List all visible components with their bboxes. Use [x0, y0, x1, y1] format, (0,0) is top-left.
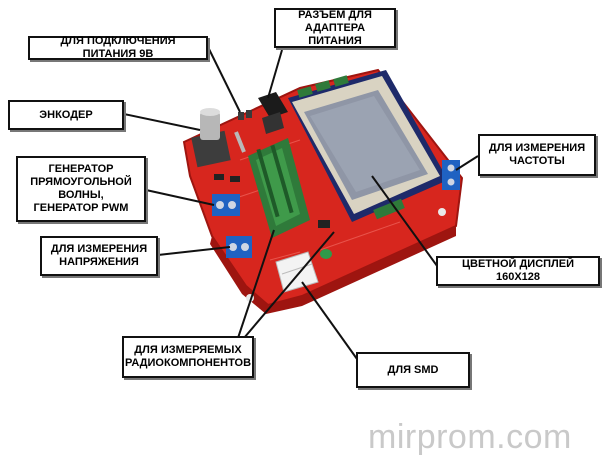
- label-generator-line3: ВОЛНЫ,: [58, 189, 104, 201]
- label-smd: ДЛЯ SMD: [356, 352, 470, 388]
- label-voltage-line1: ДЛЯ ИЗМЕРЕНИЯ: [50, 243, 148, 255]
- watermark: mirprom.com: [368, 418, 572, 456]
- label-generator-line1: ГЕНЕРАТОР: [48, 163, 114, 175]
- leader-lines: [123, 46, 479, 367]
- terminal-generator: [212, 194, 240, 216]
- label-adapter-line1: РАЗЪЕМ ДЛЯ: [298, 8, 372, 21]
- label-voltage-line2: НАПРЯЖЕНИЯ: [59, 256, 139, 268]
- label-components: ДЛЯ ИЗМЕРЯЕМЫХ РАДИОКОМПОНЕНТОВ: [122, 336, 254, 378]
- label-display: ЦВЕТНОЙ ДИСПЛЕЙ 160Х128: [436, 256, 600, 286]
- label-components-line2: РАДИОКОМПОНЕНТОВ: [124, 357, 252, 369]
- label-frequency-line1: ДЛЯ ИЗМЕРЕНИЯ: [488, 142, 586, 154]
- label-power-9v-text: ДЛЯ ПОДКЛЮЧЕНИЯ ПИТАНИЯ 9В: [60, 35, 176, 60]
- label-generator: ГЕНЕРАТОР ПРЯМОУГОЛЬНОЙ ВОЛНЫ, ГЕНЕРАТОР…: [16, 156, 146, 222]
- small-components: [214, 174, 446, 302]
- label-adapter-line2: АДАПТЕРА ПИТАНИЯ: [304, 21, 366, 47]
- color-display: [288, 70, 448, 222]
- encoder-knob: [191, 108, 231, 168]
- label-components-line1: ДЛЯ ИЗМЕРЯЕМЫХ: [134, 344, 242, 356]
- label-generator-line2: ПРЯМОУГОЛЬНОЙ: [30, 176, 132, 188]
- label-smd-text: ДЛЯ SMD: [387, 363, 439, 376]
- terminal-frequency: [442, 160, 460, 190]
- terminal-voltage: [226, 236, 252, 258]
- label-power-9v: ДЛЯ ПОДКЛЮЧЕНИЯ ПИТАНИЯ 9В: [28, 35, 208, 60]
- battery-connector: [238, 110, 252, 120]
- label-display-text: ЦВЕТНОЙ ДИСПЛЕЙ 160Х128: [461, 258, 575, 283]
- label-encoder: ЭНКОДЕР: [8, 100, 124, 130]
- label-voltage: ДЛЯ ИЗМЕРЕНИЯ НАПРЯЖЕНИЯ: [40, 236, 158, 276]
- power-jack: [258, 92, 288, 134]
- label-adapter: РАЗЪЕМ ДЛЯ АДАПТЕРА ПИТАНИЯ: [274, 8, 396, 48]
- label-frequency-line2: ЧАСТОТЫ: [509, 155, 565, 167]
- label-frequency: ДЛЯ ИЗМЕРЕНИЯ ЧАСТОТЫ: [478, 134, 596, 176]
- label-encoder-text: ЭНКОДЕР: [39, 108, 93, 121]
- zif-socket: [234, 131, 310, 238]
- label-generator-line4: ГЕНЕРАТОР PWM: [33, 202, 129, 214]
